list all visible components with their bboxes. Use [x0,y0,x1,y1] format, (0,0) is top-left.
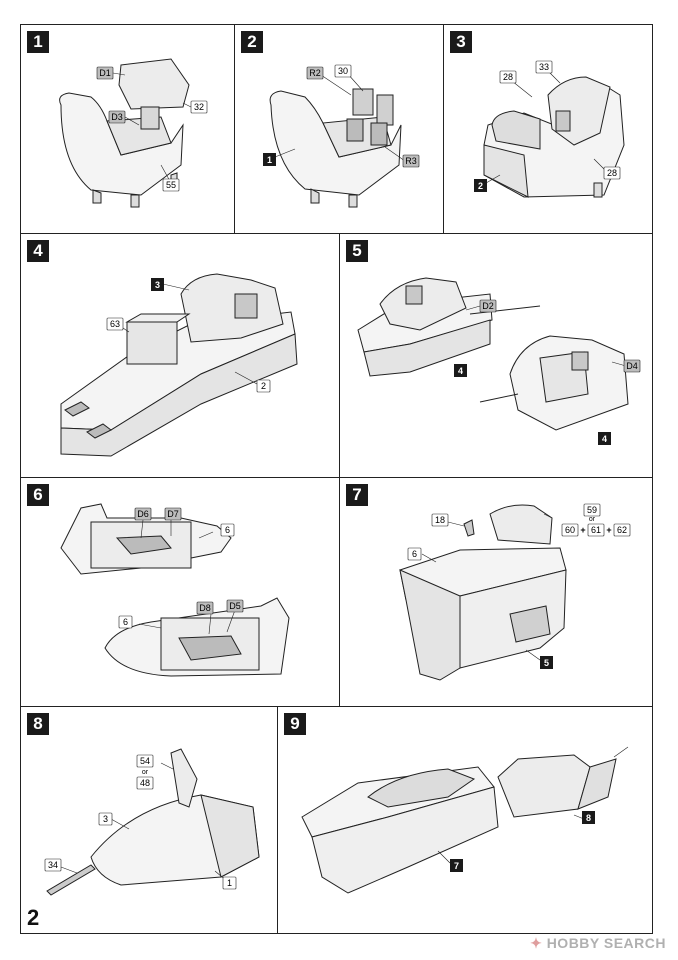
step-1-panel: 1 D1 32 D3 55 [20,24,235,234]
callout-54: 54 [140,756,150,766]
step-number-7: 7 [346,484,368,506]
callout-d4: D4 [626,361,638,371]
callout-48: 48 [140,778,150,788]
fuselage-assembly-drawing: 18 59 or 60 + 61 + 62 6 5 [399,503,631,681]
callout-d5: D5 [229,601,241,611]
callout-or-8: or [142,769,149,776]
callout-d8: D8 [199,603,211,613]
nose-assembly-drawing: 54 or 48 3 34 1 [44,748,260,896]
callout-28-top: 28 [503,72,513,82]
callout-18: 18 [435,515,445,525]
callout-61: 61 [591,525,601,535]
step-4-panel: 4 3 63 2 [20,233,340,478]
callout-6-bottom: 6 [123,617,128,627]
callout-63: 63 [110,319,120,329]
callout-step4-ref-right: 4 [602,434,607,444]
step-9-panel: 9 8 7 [277,706,653,934]
callout-d7: D7 [167,509,179,519]
callout-step4-ref-left: 4 [458,366,463,376]
callout-59: 59 [587,505,597,515]
callout-d3: D3 [111,112,123,122]
step-number-2: 2 [241,31,263,53]
callout-34: 34 [48,860,58,870]
watermark: ✦ HOBBY SEARCH [530,935,666,952]
seat-detail-drawing: R2 30 1 R3 [263,64,420,208]
callout-62: 62 [617,525,627,535]
step-5-panel: 5 D2 4 D4 4 [339,233,653,478]
step-number-1: 1 [27,31,49,53]
step-number-8: 8 [27,713,49,735]
step-number-4: 4 [27,240,49,262]
hobbysearch-logo-icon: ✦ [530,935,543,951]
callout-1: 1 [227,878,232,888]
final-fuselage-drawing: 8 7 [301,746,629,894]
callout-step3-ref: 3 [155,280,160,290]
callout-plus-b: + [606,525,611,535]
step-number-6: 6 [27,484,49,506]
callout-60: 60 [565,525,575,535]
callout-d2: D2 [482,301,494,311]
callout-55: 55 [166,180,176,190]
callout-step5-ref: 5 [544,658,549,668]
watermark-brand: HOBBY SEARCH [546,935,666,951]
step-number-9: 9 [284,713,306,735]
callout-28-side: 28 [607,168,617,178]
step-6-panel: 6 D6 D7 6 6 D8 [20,477,340,707]
step-2-panel: 2 R2 30 1 R3 [234,24,444,234]
step-number-5: 5 [346,240,368,262]
seat-tub-drawing: 33 28 28 2 [474,60,625,198]
callout-d6: D6 [137,509,149,519]
callout-33: 33 [539,62,549,72]
callout-step1-ref: 1 [267,155,272,165]
callout-step8-ref: 8 [586,813,591,823]
page-number: 2 [27,905,40,930]
callout-r3: R3 [405,156,417,166]
cockpit-floor-drawing: 3 63 2 [60,273,298,457]
callout-3: 3 [103,814,108,824]
fuselage-halves-drawing: D6 D7 6 6 D8 D5 [60,503,290,677]
seat-assembly-drawing: D1 32 D3 55 [59,58,208,208]
callout-step2-ref: 2 [478,181,483,191]
callout-6-top: 6 [225,525,230,535]
step-number-3: 3 [450,31,472,53]
callout-plus-a: + [580,525,585,535]
callout-r2: R2 [309,68,321,78]
callout-or-7: or [589,516,596,523]
callout-step7-ref: 7 [454,861,459,871]
cockpit-side-walls-drawing: D2 4 D4 4 [357,277,641,445]
callout-6: 6 [412,549,417,559]
step-8-panel: 8 54 or 48 3 34 1 2 [20,706,278,934]
step-7-panel: 7 18 59 or 60 + 61 + [339,477,653,707]
callout-32: 32 [194,102,204,112]
step-3-panel: 3 33 28 28 2 [443,24,653,234]
callout-30: 30 [338,66,348,76]
callout-2: 2 [261,381,266,391]
callout-d1: D1 [99,68,111,78]
